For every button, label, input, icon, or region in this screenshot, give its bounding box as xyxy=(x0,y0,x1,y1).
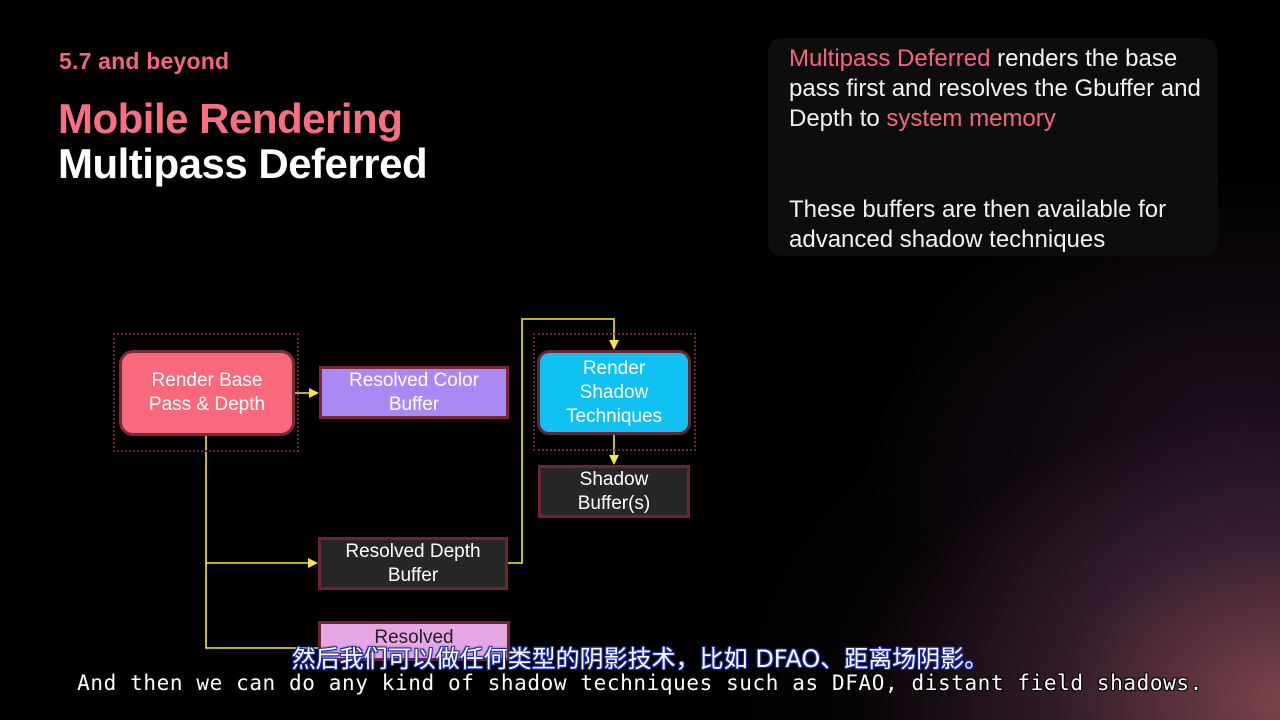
info-text-mid: renders the base pass first and resolves… xyxy=(789,45,1201,132)
pass-group-shadow-outline xyxy=(533,333,696,451)
line-base-to-partial xyxy=(205,563,318,649)
node-resolved-depth-buffer: Resolved Depth Buffer xyxy=(318,537,508,590)
node-resolved-depth-line2: Buffer xyxy=(387,564,439,586)
slide-title-line1: Mobile Rendering xyxy=(58,95,403,142)
subtitle-english: And then we can do any kind of shadow te… xyxy=(77,671,1203,695)
node-render-shadow-line1: Render xyxy=(582,357,646,379)
slide-eyebrow: 5.7 and beyond xyxy=(59,48,230,74)
node-render-shadow-line3: Techniques xyxy=(565,405,663,427)
pass-group-base-outline xyxy=(113,333,299,452)
arrow-depth-to-shadow xyxy=(508,318,619,564)
info-paragraph-1: Multipass Deferred renders the base pass… xyxy=(789,44,1209,134)
node-render-shadow-line2: Shadow xyxy=(579,381,649,403)
node-shadow-buffer-line2: Buffer(s) xyxy=(577,492,651,514)
node-render-base-line1: Render Base xyxy=(151,370,263,391)
node-resolved-partial-label: Resolved xyxy=(374,627,454,648)
node-resolved-partial: Resolved xyxy=(318,621,510,661)
slide-title-line2: Multipass Deferred xyxy=(58,140,428,187)
info-paragraph-2: These buffers are then available for adv… xyxy=(789,196,1167,253)
node-shadow-buffers: Shadow Buffer(s) xyxy=(538,465,690,518)
node-render-shadow-techniques: Render Shadow Techniques xyxy=(537,350,691,435)
node-resolved-depth-line1: Resolved Depth xyxy=(345,540,481,562)
subtitle-chinese: 然后我们可以做任何类型的阴影技术，比如 DFAO、距离场阴影。 xyxy=(291,645,989,673)
node-resolved-color-buffer: Resolved Color Buffer xyxy=(319,366,509,419)
node-resolved-color-line2: Buffer xyxy=(388,393,440,415)
info-highlight-multipass: Multipass Deferred xyxy=(789,45,991,72)
node-render-base-line2: Pass & Depth xyxy=(148,394,266,415)
info-highlight-system-memory: system memory xyxy=(886,105,1056,132)
node-render-base-pass: Render Base Pass & Depth xyxy=(119,350,295,436)
arrow-base-to-depth xyxy=(205,436,318,568)
info-panel: Multipass Deferred renders the base pass… xyxy=(768,38,1218,256)
node-shadow-buffer-line1: Shadow xyxy=(579,468,649,490)
node-resolved-color-line1: Resolved Color xyxy=(349,369,479,391)
